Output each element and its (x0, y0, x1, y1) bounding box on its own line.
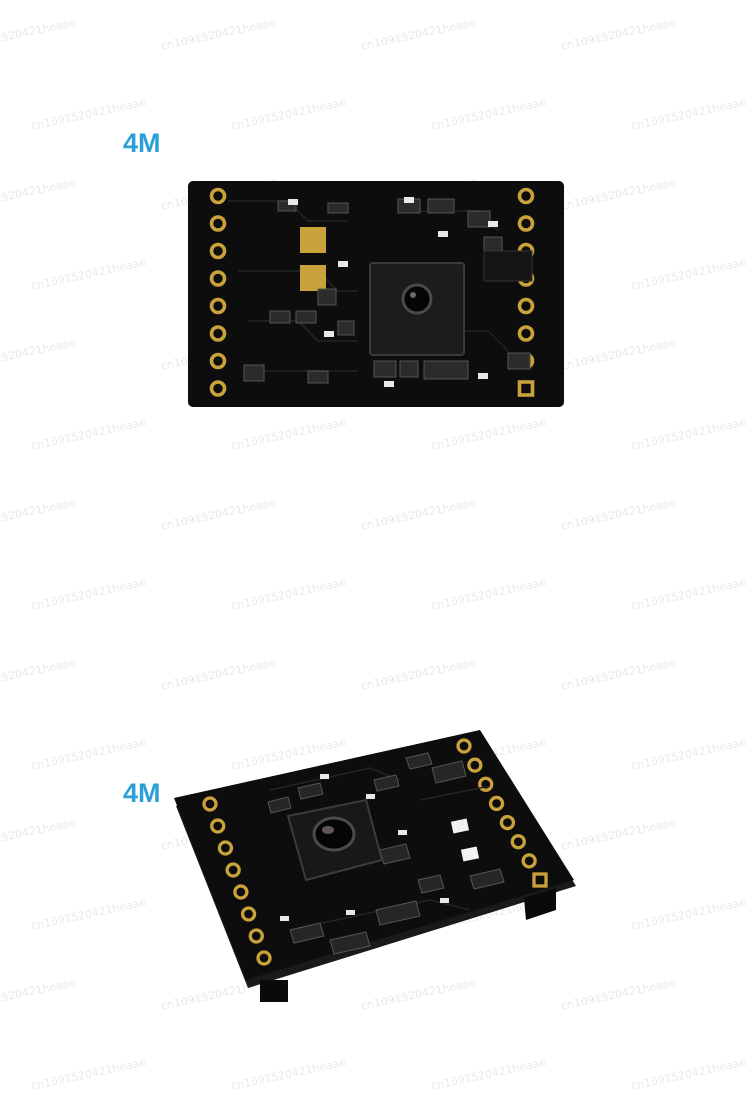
watermark-text: cn1091520421heaae (230, 95, 348, 133)
header-pin (210, 818, 226, 834)
white-resistors (288, 197, 498, 387)
header-pin (209, 270, 227, 287)
header-pin (488, 795, 505, 812)
watermark-text: cn1091520421heaae (560, 655, 678, 693)
watermark-text: cn1091520421heaae (160, 655, 278, 693)
header-pin (517, 380, 535, 397)
watermark-text: cn1091520421heaae (230, 415, 348, 453)
header-pin (517, 325, 535, 342)
header-pin (517, 215, 535, 232)
watermark-text: cn1091520421heaae (560, 495, 678, 533)
watermark-text: cn1091520421heaae (0, 175, 78, 213)
header-pin (233, 884, 249, 900)
watermark-text: cn1091520421heaae (360, 495, 478, 533)
watermark-text: cn1091520421heaae (0, 495, 78, 533)
watermark-text: cn1091520421heaae (30, 735, 148, 773)
smd-components (243, 198, 531, 384)
watermark-text: cn1091520421heaae (630, 95, 748, 133)
header-pin (248, 928, 264, 944)
header-pin (209, 352, 227, 370)
gold-pad (300, 227, 326, 253)
watermark-text: cn1091520421heaae (560, 175, 678, 213)
header-pin (240, 906, 257, 922)
watermark-text: cn1091520421heaae (430, 415, 548, 453)
header-pin (225, 862, 241, 878)
header-pin (467, 757, 483, 773)
header-pin (517, 297, 535, 315)
watermark-text: cn1091520421heaae (230, 575, 348, 613)
watermark-text: cn1091520421heaae (630, 415, 748, 453)
watermark-text: cn1091520421heaae (30, 415, 148, 453)
product-label-top: 4M (123, 128, 161, 158)
watermark-text: cn1091520421heaae (0, 15, 78, 53)
header-pin (521, 853, 537, 869)
product-photo-angled-view (170, 730, 580, 1005)
header-pin (209, 242, 227, 260)
white-resistors (280, 774, 449, 921)
header-pin (478, 776, 494, 792)
header-pin (510, 834, 526, 850)
watermark-text: cn1091520421heaae (430, 1055, 548, 1093)
header-pin (499, 814, 516, 831)
camera-lens (312, 816, 356, 852)
watermark-text: cn1091520421heaae (30, 895, 148, 933)
header-pin (256, 950, 272, 966)
watermark-text: cn1091520421heaae (560, 15, 678, 53)
header-pin (209, 187, 227, 205)
left-pin-header (202, 796, 272, 966)
header-pin (217, 840, 234, 856)
gold-pad (300, 265, 326, 291)
header-pin (209, 215, 227, 232)
header-pin (456, 738, 472, 754)
watermark-text: cn1091520421heaae (430, 95, 548, 133)
watermark-text: cn1091520421heaae (160, 15, 278, 53)
watermark-text: cn1091520421heaae (30, 255, 148, 293)
header-pin (532, 872, 548, 888)
pcb-standoff-right (524, 888, 556, 920)
header-pin (202, 796, 218, 812)
product-photo-top-view (188, 181, 564, 407)
camera-lens (401, 283, 433, 315)
watermark-text: cn1091520421heaae (630, 1055, 748, 1093)
watermark-text: cn1091520421heaae (0, 975, 78, 1013)
watermark-text: cn1091520421heaae (630, 575, 748, 613)
watermark-text: cn1091520421heaae (160, 495, 278, 533)
watermark-text: cn1091520421heaae (0, 815, 78, 853)
watermark-text: cn1091520421heaae (430, 575, 548, 613)
header-pin (209, 380, 227, 397)
header-pin (209, 325, 227, 342)
led-light (460, 846, 480, 862)
watermark-text: cn1091520421heaae (630, 255, 748, 293)
watermark-text: cn1091520421heaae (0, 335, 78, 373)
watermark-text: cn1091520421heaae (360, 15, 478, 53)
watermark-text: cn1091520421heaae (230, 1055, 348, 1093)
left-pin-header (209, 187, 227, 397)
header-pin (517, 187, 535, 205)
watermark-text: cn1091520421heaae (630, 735, 748, 773)
watermark-text: cn1091520421heaae (560, 335, 678, 373)
watermark-text: cn1091520421heaae (30, 1055, 148, 1093)
product-label-bottom: 4M (123, 778, 161, 808)
header-pin (209, 297, 227, 315)
led-light (450, 818, 470, 834)
watermark-text: cn1091520421heaae (630, 895, 748, 933)
connector-block (483, 250, 533, 282)
watermark-text: cn1091520421heaae (360, 655, 478, 693)
pcb-standoff-left (260, 980, 288, 1002)
watermark-text: cn1091520421heaae (0, 655, 78, 693)
watermark-text: cn1091520421heaae (30, 575, 148, 613)
